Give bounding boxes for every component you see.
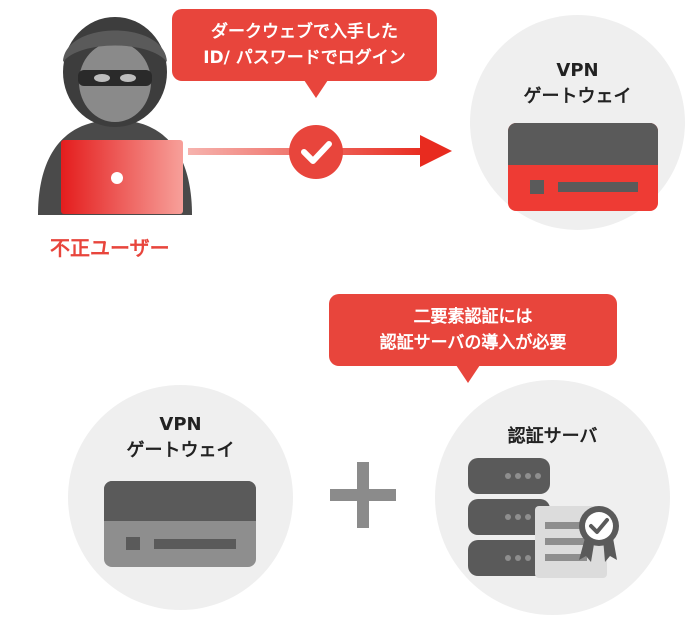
laptop-icon — [61, 140, 183, 214]
check-icon — [289, 125, 343, 179]
certificate-icon — [535, 506, 619, 578]
vpn-gateway-title-bottom-line1: VPN — [159, 414, 202, 435]
attack-bubble-tail — [304, 80, 328, 98]
defense-speech-bubble: 二要素認証には 認証サーバの導入が必要 — [329, 294, 617, 366]
defense-bubble-line1: 二要素認証には — [413, 307, 533, 327]
attack-speech-bubble: ダークウェブで入手した ID/ パスワードでログイン — [172, 9, 437, 81]
vpn-gateway-title-top-line2: ゲートウェイ — [523, 86, 632, 107]
vpn-gateway-title-top-line1: VPN — [556, 60, 599, 81]
defense-bubble-line2: 認証サーバの導入が必要 — [379, 333, 567, 353]
plus-icon — [330, 462, 396, 528]
server-icon — [468, 458, 550, 576]
vpn-gateway-title-top: VPN ゲートウェイ — [470, 58, 685, 110]
attack-bubble-line1: ダークウェブで入手した — [211, 22, 398, 42]
gateway-device-icon — [104, 481, 256, 567]
gateway-device-icon — [508, 123, 658, 211]
attack-bubble-line2: ID/ パスワードでログイン — [203, 48, 406, 68]
auth-server-title: 認証サーバ — [507, 426, 598, 447]
vpn-gateway-title-bottom-line2: ゲートウェイ — [126, 440, 235, 461]
vpn-gateway-title-bottom: VPN ゲートウェイ — [68, 412, 293, 464]
defense-bubble-tail — [456, 365, 480, 383]
attacker-label: 不正ユーザー — [50, 236, 170, 260]
